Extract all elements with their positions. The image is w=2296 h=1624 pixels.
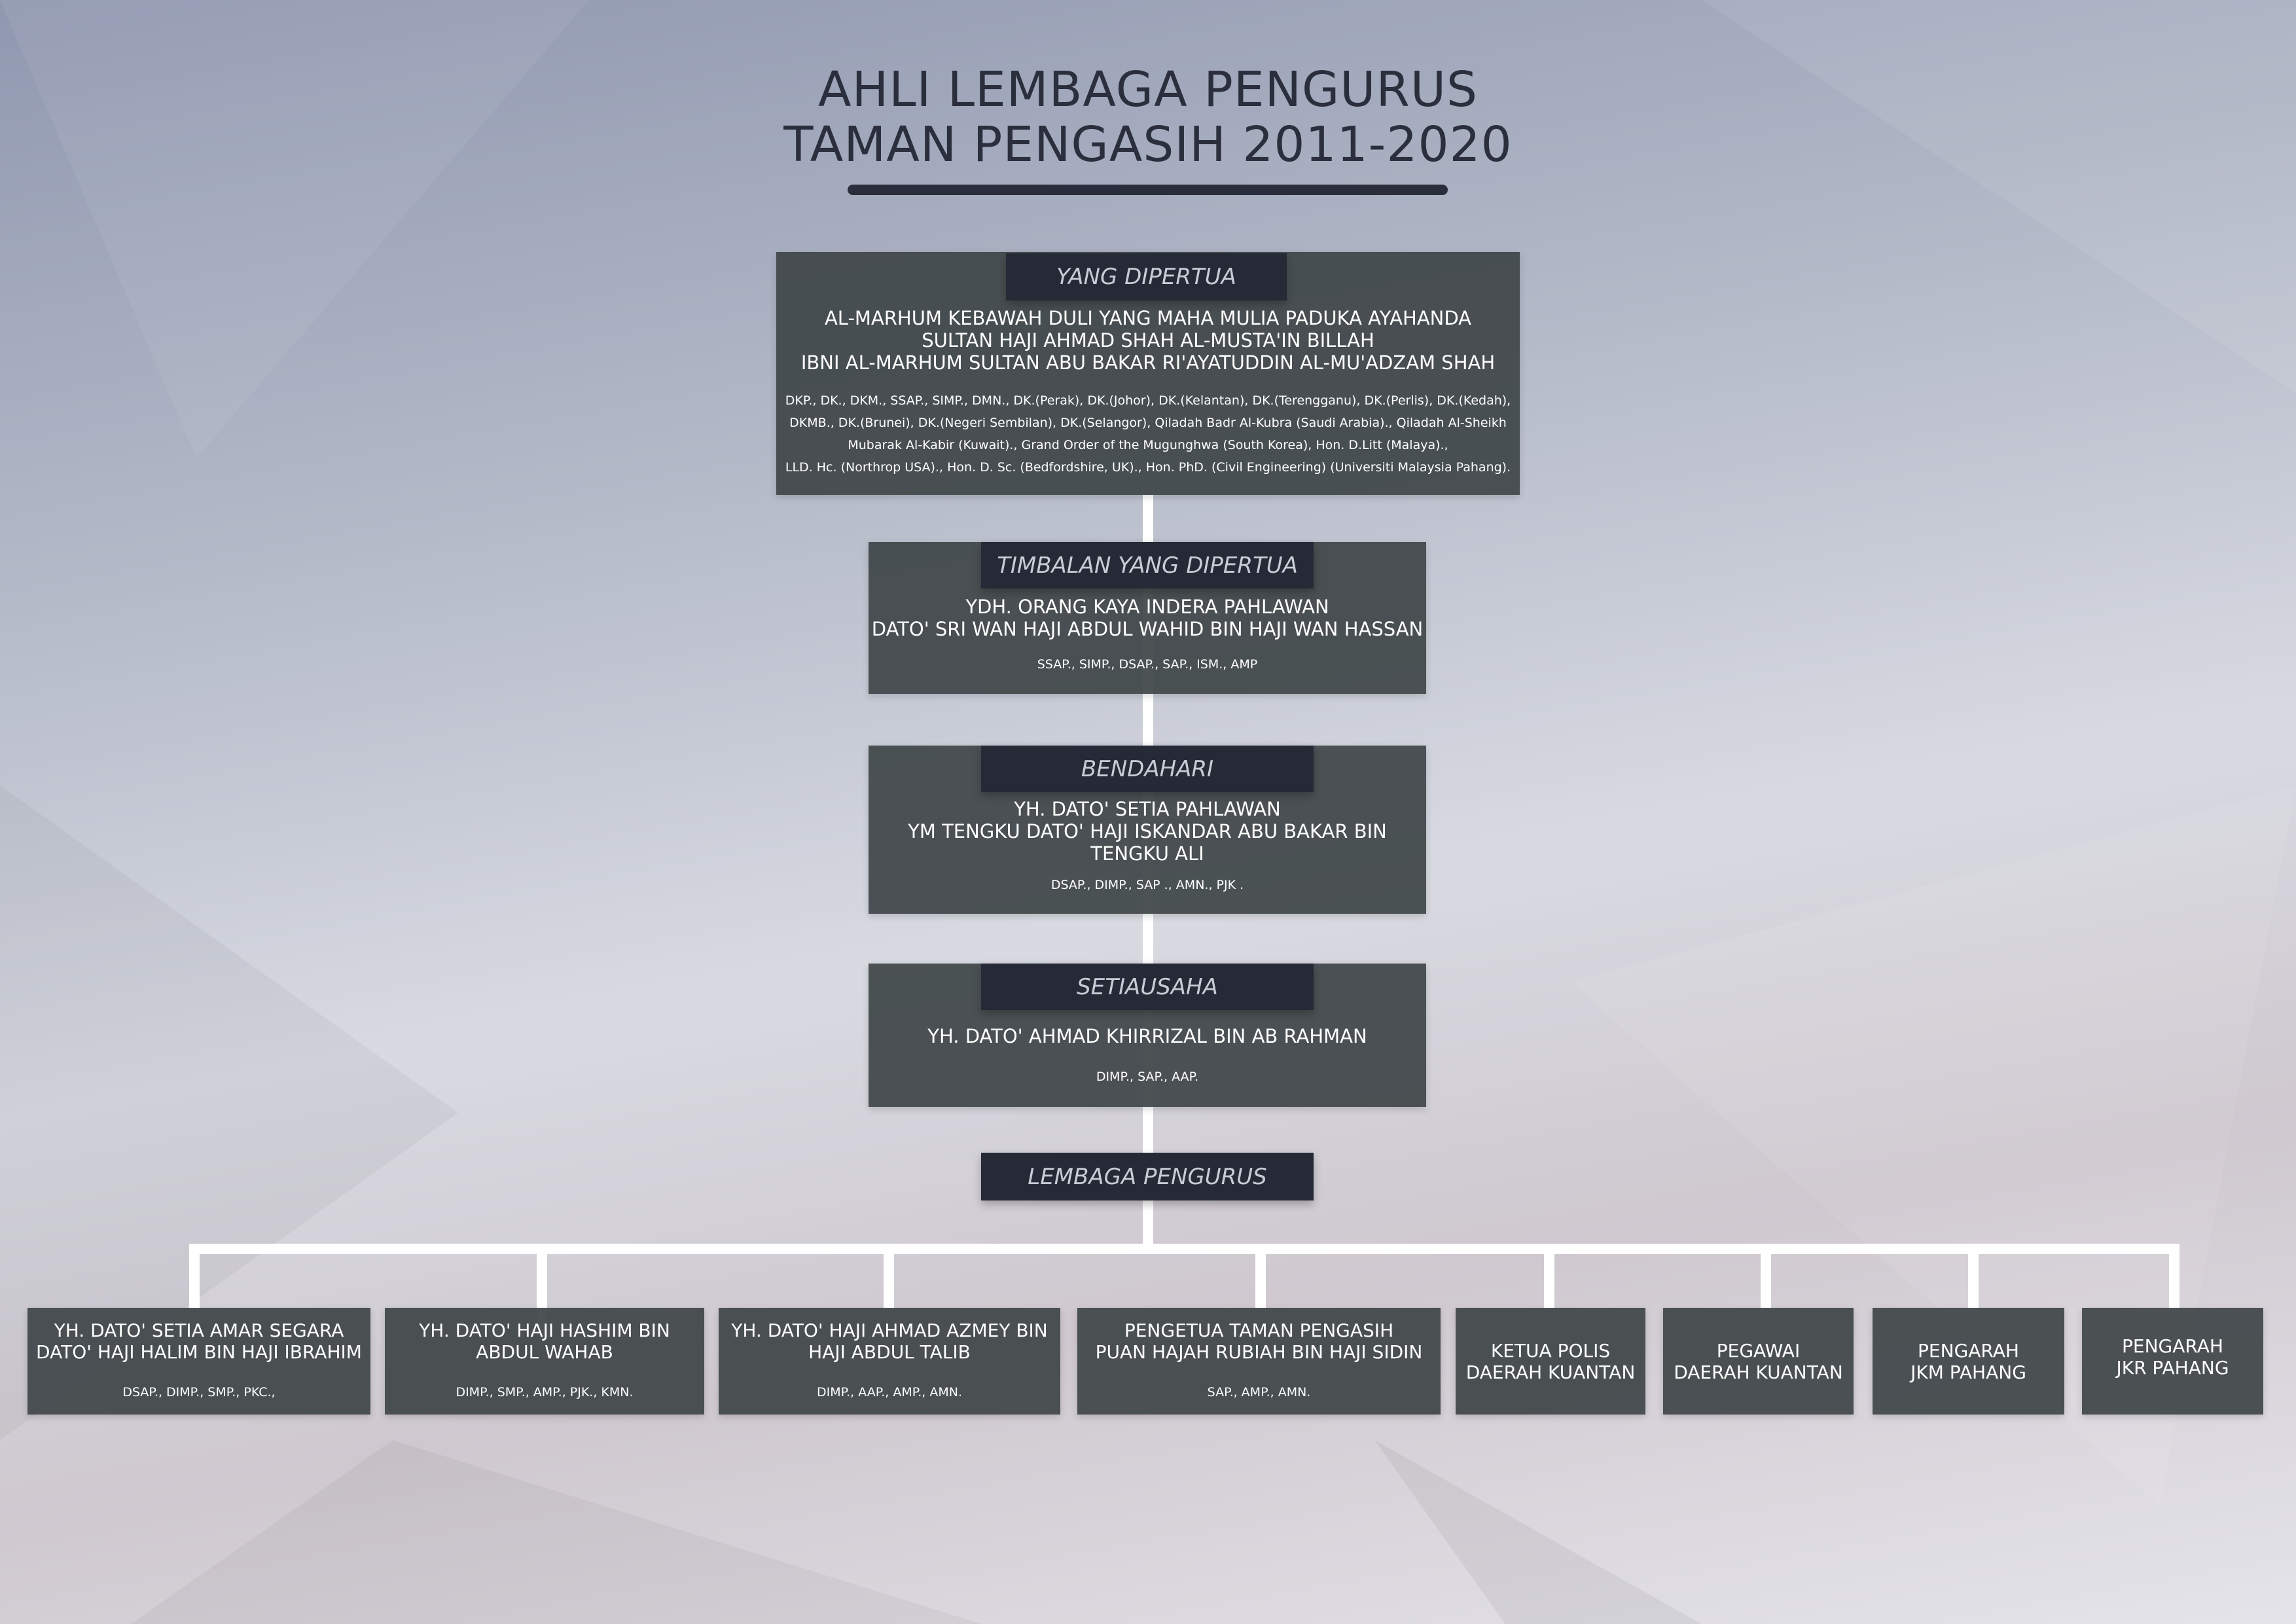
member-honours: SSAP., SIMP., DSAP., SAP., ISM., AMP [1037,657,1258,672]
member-honours: DIMP., AAP., AMP., AMN. [816,1384,963,1399]
connector-drop [1255,1244,1266,1309]
role-label: BENDAHARI [981,746,1314,792]
member-name: PENGETUA TAMAN PENGASIH PUAN HAJAH RUBIA… [1095,1319,1423,1363]
member-name: YH. DATO' HAJI HASHIM BIN ABDUL WAHAB [419,1319,670,1363]
page-title: AHLI LEMBAGA PENGURUS TAMAN PENGASIH 201… [0,62,2296,172]
title-line-1: AHLI LEMBAGA PENGURUS [817,62,1479,118]
member-box: PENGARAH JKR PAHANG [2082,1308,2263,1415]
title-line-2: TAMAN PENGASIH 2011-2020 [783,117,1513,173]
member-name: PEGAWAI DAERAH KUANTAN [1674,1339,1843,1383]
connector-drop [884,1244,894,1309]
member-honours: SAP., AMP., AMN. [1207,1384,1311,1399]
member-name: PENGARAH JKM PAHANG [1910,1339,2026,1383]
yang-dipertua-box: AL-MARHUM KEBAWAH DULI YANG MAHA MULIA P… [776,252,1520,495]
member-box: KETUA POLIS DAERAH KUANTAN [1456,1308,1645,1415]
member-name: YH. DATO' SETIA AMAR SEGARA DATO' HAJI H… [36,1319,362,1363]
member-name: AL-MARHUM KEBAWAH DULI YANG MAHA MULIA P… [800,307,1496,374]
member-honours: DKP., DK., DKM., SSAP., SIMP., DMN., DK.… [785,393,1511,475]
member-honours: DIMP., SAP., AAP. [1096,1070,1199,1084]
member-box: PENGETUA TAMAN PENGASIH PUAN HAJAH RUBIA… [1077,1308,1441,1415]
lembaga-pengurus-label: LEMBAGA PENGURUS [981,1153,1314,1200]
connector-drop [189,1244,200,1309]
member-name: YDH. ORANG KAYA INDERA PAHLAWAN DATO' SR… [871,596,1424,640]
member-box: YH. DATO' HAJI AHMAD AZMEY BIN HAJI ABDU… [719,1308,1060,1415]
member-name: YH. DATO' AHMAD KHIRRIZAL BIN AB RAHMAN [927,1025,1367,1047]
connector-drop [1761,1244,1771,1309]
role-label: SETIAUSAHA [981,964,1314,1010]
member-box: YH. DATO' HAJI HASHIM BIN ABDUL WAHAB DI… [385,1308,704,1415]
member-box: YH. DATO' SETIA AMAR SEGARA DATO' HAJI H… [27,1308,370,1415]
connector-drop [1544,1244,1554,1309]
member-name: YH. DATO' SETIA PAHLAWAN YM TENGKU DATO'… [908,798,1387,865]
member-name: YH. DATO' HAJI AHMAD AZMEY BIN HAJI ABDU… [731,1319,1048,1363]
member-honours: DIMP., SMP., AMP., PJK., KMN. [456,1384,634,1399]
member-box: PENGARAH JKM PAHANG [1873,1308,2064,1415]
connector-horizontal [189,1244,2179,1254]
role-label: YANG DIPERTUA [1006,253,1287,300]
member-honours: DSAP., DIMP., SAP ., AMN., PJK . [1050,878,1244,892]
connector-drop [2169,1244,2179,1309]
title-underline [848,185,1448,195]
member-honours: DSAP., DIMP., SMP., PKC., [122,1384,276,1399]
member-name: KETUA POLIS DAERAH KUANTAN [1465,1339,1636,1383]
role-label: TIMBALAN YANG DIPERTUA [981,542,1314,588]
member-box: PEGAWAI DAERAH KUANTAN [1663,1308,1854,1415]
member-name: PENGARAH JKR PAHANG [2116,1335,2229,1379]
connector-drop [1968,1244,1979,1309]
